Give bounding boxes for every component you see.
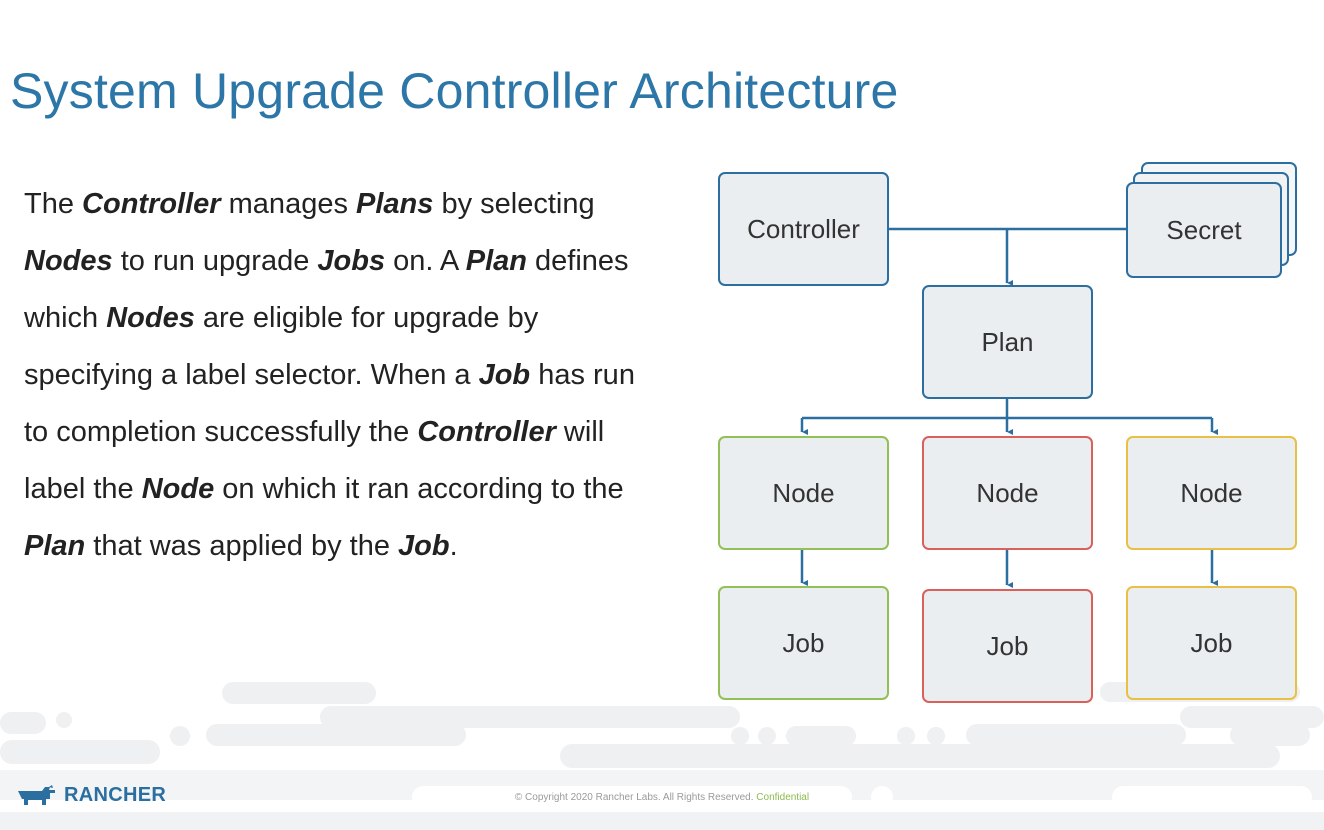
description-text: to run upgrade (112, 245, 318, 277)
rancher-logo: RANCHER (16, 784, 166, 807)
job-box-2: Job (922, 589, 1093, 703)
node-label-3: Node (1180, 477, 1243, 508)
node-box-2: Node (922, 436, 1093, 550)
rancher-cow-icon (18, 784, 55, 805)
description-text: that was applied by the (85, 530, 399, 562)
job-box-3: Job (1126, 586, 1297, 700)
node-label-2: Node (976, 477, 1039, 508)
description-text: manages (220, 188, 357, 220)
footer-copyright: © Copyright 2020 Rancher Labs. All Right… (0, 792, 1324, 803)
slide-title: System Upgrade Controller Architecture (10, 62, 899, 119)
description-text: has run to completion successfully the (24, 359, 635, 448)
description-text: The (24, 188, 83, 220)
copyright-text: © Copyright 2020 Rancher Labs. All Right… (514, 792, 754, 803)
description-term: Plan (24, 530, 86, 562)
job-label-3: Job (1190, 627, 1233, 658)
description-paragraph: The Controller manages Plans by selectin… (24, 176, 664, 575)
description-term: Nodes (106, 302, 195, 334)
description-term: Plans (356, 188, 434, 220)
node-box-1: Node (718, 436, 889, 550)
secret-label: Secret (1166, 214, 1242, 245)
confidential-label: Confidential (756, 792, 810, 803)
description-text: on. A (385, 245, 466, 277)
job-label-2: Job (986, 630, 1029, 661)
controller-label: Controller (747, 213, 860, 244)
description-text: on which it ran according to the (214, 473, 624, 505)
rancher-wordmark: RANCHER (64, 784, 167, 806)
node-label-1: Node (772, 477, 835, 508)
description-term: Nodes (24, 245, 113, 277)
description-text: . (449, 530, 458, 562)
description-text: by selecting (433, 188, 595, 220)
description-term: Jobs (317, 245, 386, 277)
description-term: Plan (465, 245, 527, 277)
description-term: Controller (82, 188, 221, 220)
description-text: defines which (24, 245, 629, 334)
controller-box: Controller (718, 172, 889, 286)
description-term: Node (141, 473, 215, 505)
description-term: Job (478, 359, 531, 391)
node-box-3: Node (1126, 436, 1297, 550)
plan-box: Plan (922, 285, 1093, 399)
description-term: Job (398, 530, 450, 562)
description-text: are eligible for upgrade by specifying a… (24, 302, 539, 391)
job-box-1: Job (718, 586, 889, 700)
job-label-1: Job (782, 627, 825, 658)
description-text: will label the (24, 416, 605, 505)
secret-box: Secret (1126, 182, 1282, 278)
description-term: Controller (417, 416, 556, 448)
plan-label: Plan (981, 326, 1034, 357)
